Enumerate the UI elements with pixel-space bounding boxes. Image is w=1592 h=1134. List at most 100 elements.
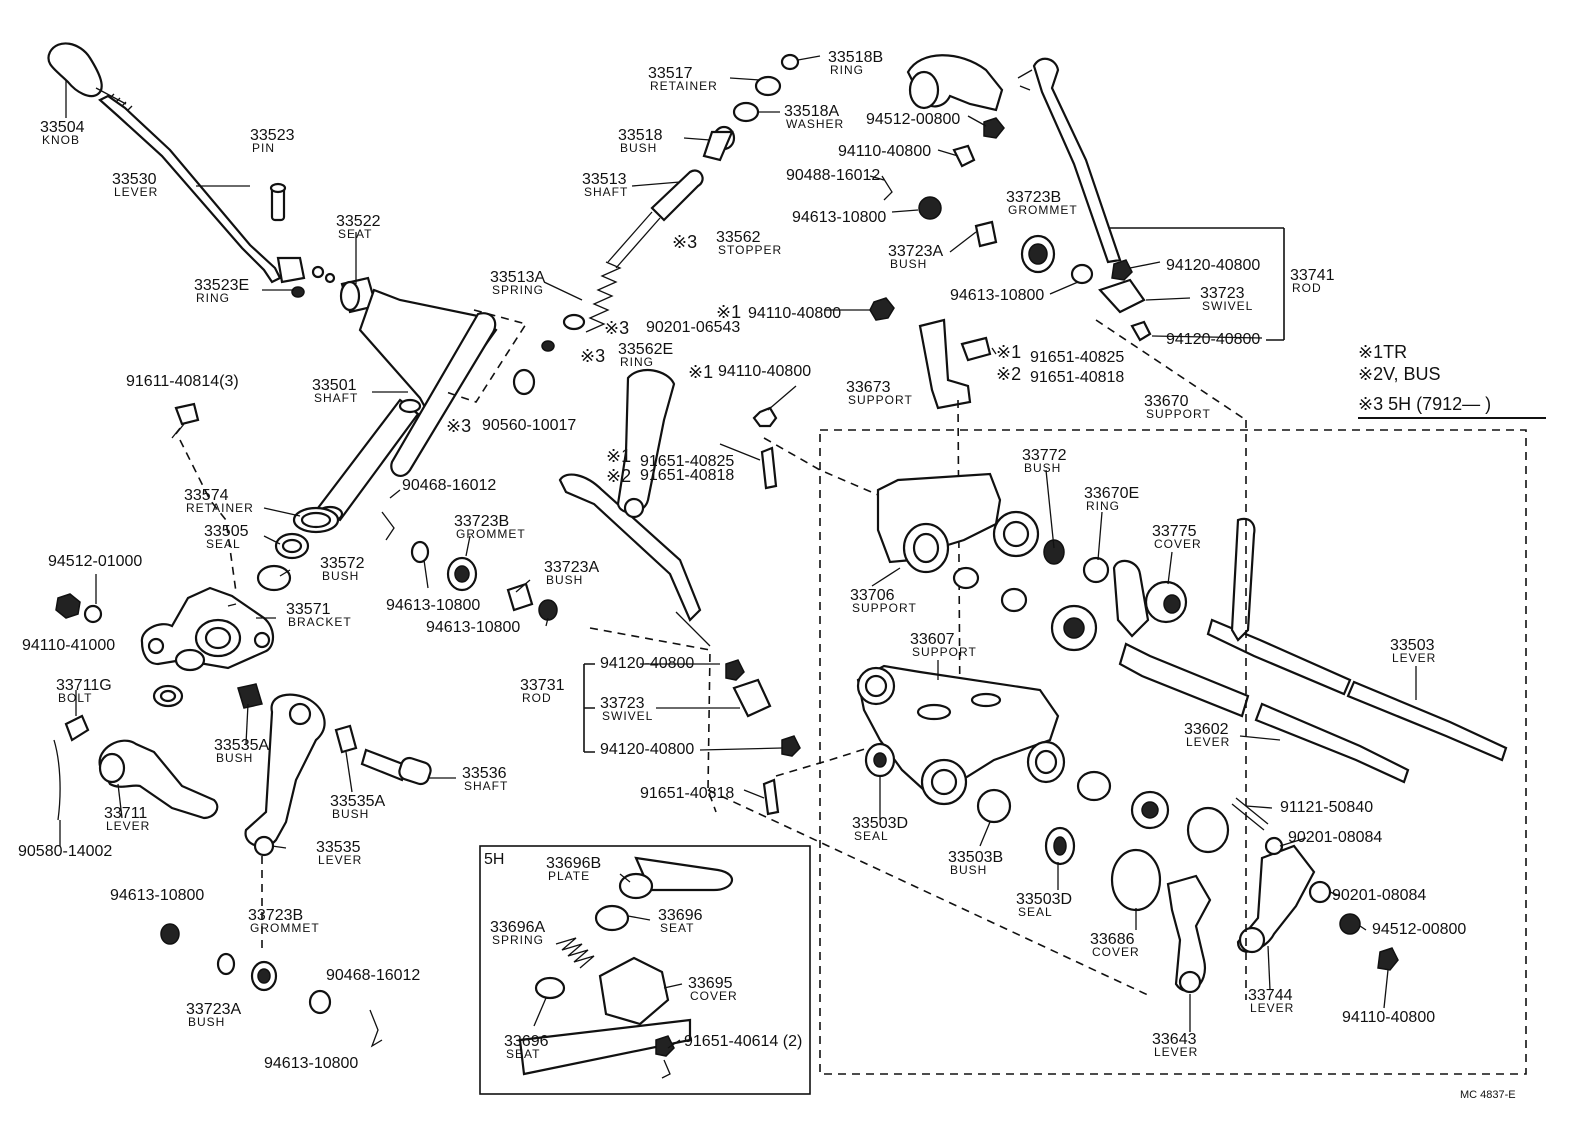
part-number-p33686: 33686: [1090, 931, 1135, 948]
part-number-p91651-40614: 91651-40614 (2): [684, 1033, 802, 1050]
part-number-p33503b: 33503B: [948, 849, 1003, 866]
rod-33741-assembly: [881, 54, 1285, 342]
inset-title: 5H: [484, 851, 504, 868]
part-number-p90488: 90488-16012: [786, 167, 880, 184]
mark-91651a: ※1: [606, 446, 631, 466]
part-name-p33723a-c: BUSH: [890, 257, 927, 271]
part-number-p33695: 33695: [688, 975, 733, 992]
part-number-p91651-40818-a: 91651-40818: [640, 467, 734, 484]
part-number-p91651-40818-c: 91651-40818: [1030, 369, 1124, 386]
part-number-p94110-c: 94110-40800: [838, 143, 931, 160]
part-number-p33731: 33731: [520, 677, 565, 694]
part-number-p33523e: 33523E: [194, 277, 249, 294]
part-number-p33535a-1: 33535A: [214, 737, 269, 754]
part-number-p33741: 33741: [1290, 267, 1335, 284]
mark-91651b: ※2: [606, 466, 631, 486]
part-number-p33696b: 33696B: [546, 855, 601, 872]
part-number-p33501: 33501: [312, 377, 357, 394]
part-name-p33503d-b: SEAL: [1018, 905, 1053, 919]
support-assembly: [707, 318, 1527, 1075]
part-name-p33607: SUPPORT: [912, 645, 977, 659]
part-name-p33503b: BUSH: [950, 863, 987, 877]
part-number-p94613-e: 94613-10800: [792, 209, 886, 226]
part-name-p33517: RETAINER: [650, 79, 718, 93]
part-number-p33696a: 33696A: [490, 919, 545, 936]
part-number-p33504: 33504: [40, 119, 85, 136]
part-name-p33535a-1: BUSH: [216, 751, 253, 765]
part-number-p33505: 33505: [204, 523, 249, 540]
part-number-p94613-c: 94613-10800: [386, 597, 480, 614]
part-name-p33535a-2: BUSH: [332, 807, 369, 821]
shift-lever-assembly: [47, 42, 528, 1048]
part-number-p90201-06543: 90201-06543: [646, 319, 740, 336]
part-name-p33775: COVER: [1154, 537, 1202, 551]
part-name-p33523: PIN: [252, 141, 275, 155]
part-name-p33723-a: SWIVEL: [602, 709, 653, 723]
part-number-p33711: 33711: [104, 805, 147, 822]
part-number-p90201-08084-a: 90201-08084: [1288, 829, 1382, 846]
part-number-p91121: 91121-50840: [1280, 799, 1373, 816]
part-number-p33535a-2: 33535A: [330, 793, 385, 810]
part-name-p33571: BRACKET: [288, 615, 352, 629]
part-number-p33518b: 33518B: [828, 49, 883, 66]
mark-90560: ※3: [446, 416, 471, 436]
note-marks: ※3 ※3 ※3 ※3 ※1 ※1 ※1 ※2 ※1 ※2: [446, 232, 1021, 486]
mark-33562: ※3: [672, 232, 697, 252]
part-number-p94120-c: 94120-40800: [1166, 257, 1260, 274]
part-number-p33723b-c: 33723B: [1006, 189, 1061, 206]
part-number-p94110-a: 94110-40800: [748, 305, 841, 322]
part-number-p33517: 33517: [648, 65, 693, 82]
part-name-p33503d-a: SEAL: [854, 829, 889, 843]
legend-v-bus: ※2V, BUS: [1358, 364, 1440, 384]
part-number-p33696-b: 33696: [504, 1033, 549, 1050]
part-name-p33723a-a: BUSH: [188, 1015, 225, 1029]
part-name-p33673: SUPPORT: [848, 393, 913, 407]
part-name-p33518a: WASHER: [786, 117, 844, 131]
part-number-p33571: 33571: [286, 601, 331, 618]
part-number-p33723a-a: 33723A: [186, 1001, 241, 1018]
part-name-p33744: LEVER: [1250, 1001, 1294, 1015]
part-number-p33503d-b: 33503D: [1016, 891, 1072, 908]
part-number-p33572: 33572: [320, 555, 365, 572]
legend: ※1TR ※2V, BUS ※3 5H (7912— ): [1358, 342, 1546, 419]
mark-91651d: ※2: [996, 364, 1021, 384]
part-number-p33723a-b: 33723A: [544, 559, 599, 576]
legend-tr: ※1TR: [1358, 342, 1407, 362]
part-name-p33723b-c: GROMMET: [1008, 203, 1078, 217]
part-number-p94512-00800-a: 94512-00800: [866, 111, 960, 128]
part-number-p91651-40818-b: 91651-40818: [640, 785, 734, 802]
part-name-p33723b-b: GROMMET: [456, 527, 526, 541]
part-number-p33503d-a: 33503D: [852, 815, 908, 832]
part-number-p33723b-b: 33723B: [454, 513, 509, 530]
part-name-p33723-b: SWIVEL: [1202, 299, 1253, 313]
part-name-p33518b: RING: [830, 63, 864, 77]
part-number-p33723b-a: 33723B: [248, 907, 303, 924]
inset-5h: [479, 845, 811, 1095]
part-number-p33696-a: 33696: [658, 907, 703, 924]
part-name-p33523e: RING: [196, 291, 230, 305]
part-number-p33602: 33602: [1184, 721, 1229, 738]
part-name-p33723b-a: GROMMET: [250, 921, 320, 935]
part-number-p33518: 33518: [618, 127, 663, 144]
part-number-p33723-b: 33723: [1200, 285, 1245, 302]
part-name-p33711: LEVER: [106, 819, 150, 833]
part-name-p33562e: RING: [620, 355, 654, 369]
part-name-p33696a: SPRING: [492, 933, 544, 947]
part-number-p33530: 33530: [112, 171, 157, 188]
part-number-p33503: 33503: [1390, 637, 1435, 654]
part-number-p33711g: 33711G: [56, 677, 112, 694]
part-name-p33741: ROD: [1292, 281, 1322, 295]
part-number-p33643: 33643: [1152, 1031, 1197, 1048]
part-number-p33522: 33522: [336, 213, 381, 230]
part-name-p33723a-b: BUSH: [546, 573, 583, 587]
part-name-p33522: SEAT: [338, 227, 372, 241]
mark-33562e: ※3: [580, 346, 605, 366]
leader-lines: [59, 55, 1417, 1049]
part-labels: 33504KNOB33530LEVER33523PIN33522SEAT3352…: [18, 49, 1466, 1072]
part-number-p33744: 33744: [1248, 987, 1293, 1004]
part-number-p91611: 91611-40814(3): [126, 373, 239, 390]
part-number-p91651-40825-b: 91651-40825: [1030, 349, 1124, 366]
part-number-p33607: 33607: [910, 631, 955, 648]
part-name-p33643: LEVER: [1154, 1045, 1198, 1059]
mark-90201: ※3: [604, 318, 629, 338]
